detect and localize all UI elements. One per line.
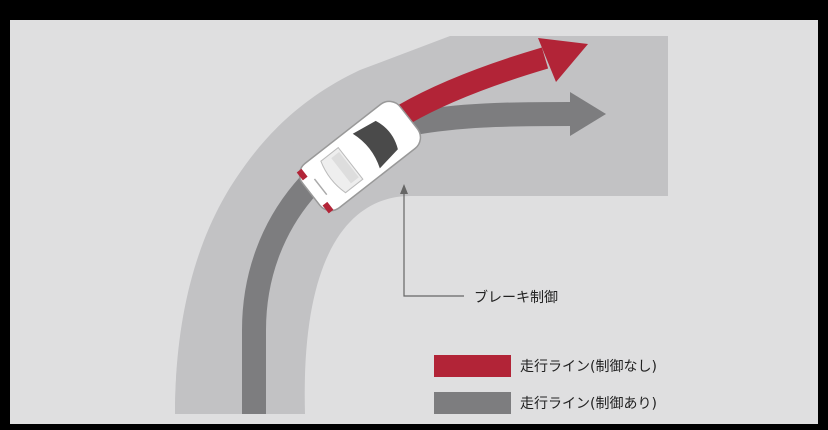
legend-swatch-controlled bbox=[434, 392, 511, 414]
legend-item-uncontrolled: 走行ライン(制御なし) bbox=[434, 352, 657, 380]
legend-label-uncontrolled: 走行ライン(制御なし) bbox=[520, 359, 657, 375]
legend-label-controlled: 走行ライン(制御あり) bbox=[520, 396, 657, 412]
callout-line bbox=[403, 188, 464, 297]
road-outer-curve bbox=[175, 36, 450, 414]
arrow-uncontrolled-head bbox=[538, 38, 588, 82]
car-top-view-icon bbox=[296, 100, 422, 214]
callout-arrowhead bbox=[400, 184, 408, 194]
legend-item-controlled: 走行ライン(制御あり) bbox=[434, 389, 657, 417]
arrow-controlled-head bbox=[570, 92, 606, 136]
brake-control-label: ブレーキ制御 bbox=[474, 290, 558, 306]
legend-swatch-uncontrolled bbox=[434, 355, 511, 377]
